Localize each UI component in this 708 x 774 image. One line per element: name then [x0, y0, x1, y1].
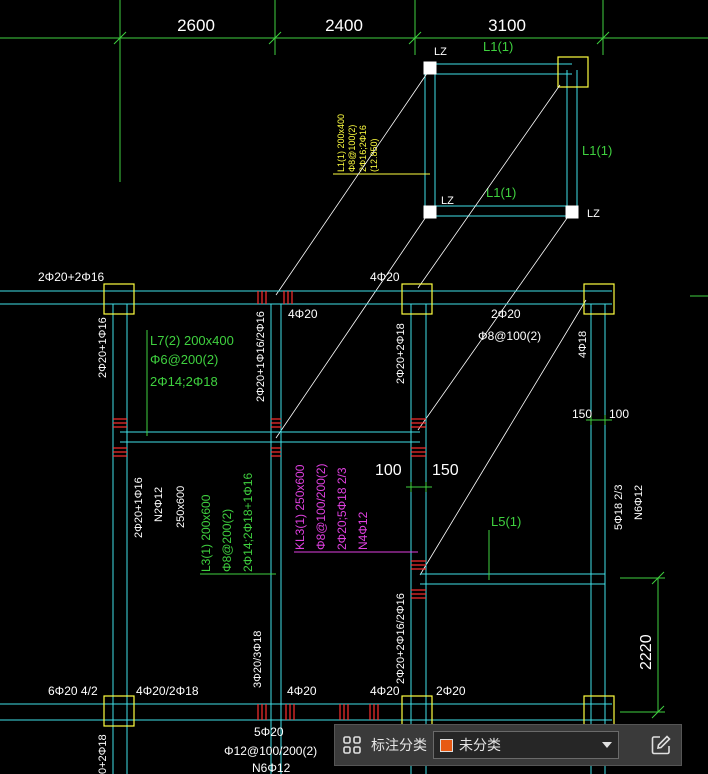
annotation-category-select[interactable]: 未分类	[433, 731, 619, 759]
category-color-swatch	[440, 738, 453, 752]
label-tl-2020: 2Φ20+2Φ16	[38, 270, 105, 284]
kl3-line-1: KL3(1) 250x600	[293, 464, 307, 550]
label-v-5018: 5Φ18 2/3	[613, 485, 625, 530]
plan-dimensions	[406, 295, 708, 719]
beam-label-l1-bottom: L1(1)	[486, 185, 516, 200]
beam-label-l1-right: L1(1)	[582, 143, 612, 158]
label-v-bottom-l: 3Φ20/3Φ18	[252, 631, 264, 688]
dim-gap-left: 100	[375, 462, 402, 479]
label-b-4020a: 4Φ20	[287, 684, 317, 698]
lz-label-tl: LZ	[434, 46, 447, 58]
label-b-phi12: Φ12@100/200(2)	[224, 744, 317, 758]
column-a1[interactable]	[103, 283, 135, 315]
label-v-lower-r: 2Φ20+2Φ16/2Φ16	[395, 593, 407, 684]
l7-line-1: L7(2) 200x400	[150, 333, 234, 348]
label-b-n6012: N6Φ12	[252, 761, 291, 774]
yellow-note-line-2: Φ8@100(2)	[347, 125, 357, 172]
yellow-note-line-1: L1(1) 200x400	[336, 114, 346, 172]
label-r-2020: 2Φ20	[491, 307, 521, 321]
projection-lines	[275, 68, 587, 576]
kl3-line-3: 2Φ20;5Φ18 2/3	[335, 467, 349, 550]
dim-gap-right: 150	[432, 462, 459, 479]
edit-icon[interactable]	[641, 725, 681, 765]
label-v-bottom-edge: 0+2Φ18	[97, 734, 109, 774]
rebar-break-marks	[113, 291, 426, 720]
label-b-5020: 5Φ20	[254, 725, 284, 739]
column-d2[interactable]	[583, 695, 615, 727]
grid-icon[interactable]	[335, 725, 369, 765]
label-v-n2012: N2Φ12	[153, 487, 165, 522]
label-r-4018: 4Φ18	[577, 331, 589, 358]
green-beam-note-l3[interactable]: L3(1) 200x600 Φ8@200(2) 2Φ14;2Φ18+1Φ16	[199, 473, 276, 575]
dim-2400: 2400	[325, 16, 363, 35]
column-a2[interactable]	[103, 695, 135, 727]
kl3-line-4: N4Φ12	[356, 511, 370, 550]
l3-line-3: 2Φ14;2Φ18+1Φ16	[241, 473, 255, 572]
dim-2600: 2600	[177, 16, 215, 35]
label-v-mid: 2Φ20+1Φ16/2Φ16	[255, 311, 267, 402]
magenta-beam-note-kl3[interactable]: KL3(1) 250x600 Φ8@100/200(2) 2Φ20;5Φ18 2…	[293, 464, 418, 553]
lz-label-bl: LZ	[441, 195, 454, 207]
chevron-down-icon	[602, 742, 612, 748]
label-top-4020b: 4Φ20	[288, 307, 318, 321]
column-upper-br[interactable]	[565, 205, 579, 219]
l3-line-1: L3(1) 200x600	[199, 494, 213, 572]
yellow-note-line-3: 2Φ16;2Φ16	[358, 125, 368, 172]
label-v-250x600: 250x600	[175, 486, 187, 528]
column-c1[interactable]	[401, 283, 433, 315]
kl3-line-2: Φ8@100/200(2)	[314, 464, 328, 550]
column-c2[interactable]	[401, 695, 433, 727]
rebar-labels-vertical[interactable]: 2Φ20+1Φ16 2Φ20+1Φ16/2Φ16 2Φ20+2Φ18 4Φ18 …	[97, 311, 645, 774]
label-top-4020a: 4Φ20	[370, 270, 400, 284]
label-v-2020-1016: 2Φ20+1Φ16	[133, 477, 145, 538]
l3-line-2: Φ8@200(2)	[220, 509, 234, 572]
column-upper-bl[interactable]	[423, 205, 437, 219]
beam-label-l1-top: L1(1)	[483, 39, 513, 54]
label-b-4020-2018: 4Φ20/2Φ18	[136, 684, 199, 698]
upper-beam-frame[interactable]	[424, 63, 578, 217]
column-upper-tr[interactable]	[557, 56, 589, 88]
label-b-6020: 6Φ20 4/2	[48, 684, 98, 698]
label-b-2020: 2Φ20	[436, 684, 466, 698]
yellow-note-line-4: (12.850)	[369, 138, 379, 172]
l5-label: L5(1)	[491, 514, 521, 529]
green-beam-note-l5[interactable]: L5(1)	[488, 514, 521, 580]
rebar-labels-horizontal[interactable]: 2Φ20+2Φ16 4Φ20 4Φ20 2Φ20 Φ8@100(2) 6Φ20 …	[38, 270, 541, 774]
category-select-value: 未分类	[459, 737, 501, 753]
label-v-n6012: N6Φ12	[633, 485, 645, 520]
top-dimension-chain	[0, 0, 708, 182]
l7-line-2: Φ6@200(2)	[150, 352, 218, 367]
column-upper-tl[interactable]	[423, 61, 437, 75]
dim-2220: 2220	[638, 634, 655, 670]
annotation-toolbar: 标注分类 未分类	[334, 724, 682, 766]
dim-150: 150	[572, 407, 592, 421]
label-v-r: 2Φ20+2Φ18	[395, 323, 407, 384]
label-b-4020b: 4Φ20	[370, 684, 400, 698]
label-r-phi8: Φ8@100(2)	[478, 329, 541, 343]
annotation-category-label: 标注分类	[371, 737, 427, 753]
l7-line-3: 2Φ14;2Φ18	[150, 374, 218, 389]
lz-label-br: LZ	[587, 208, 600, 220]
green-beam-note-l7[interactable]: L7(2) 200x400 Φ6@200(2) 2Φ14;2Φ18	[146, 330, 234, 436]
label-v-left: 2Φ20+1Φ16	[97, 317, 109, 378]
yellow-beam-note[interactable]: L1(1) 200x400 Φ8@100(2) 2Φ16;2Φ16 (12.85…	[336, 114, 379, 172]
dim-100: 100	[609, 407, 629, 421]
column-d1[interactable]	[583, 283, 615, 315]
dim-3100: 3100	[488, 16, 526, 35]
